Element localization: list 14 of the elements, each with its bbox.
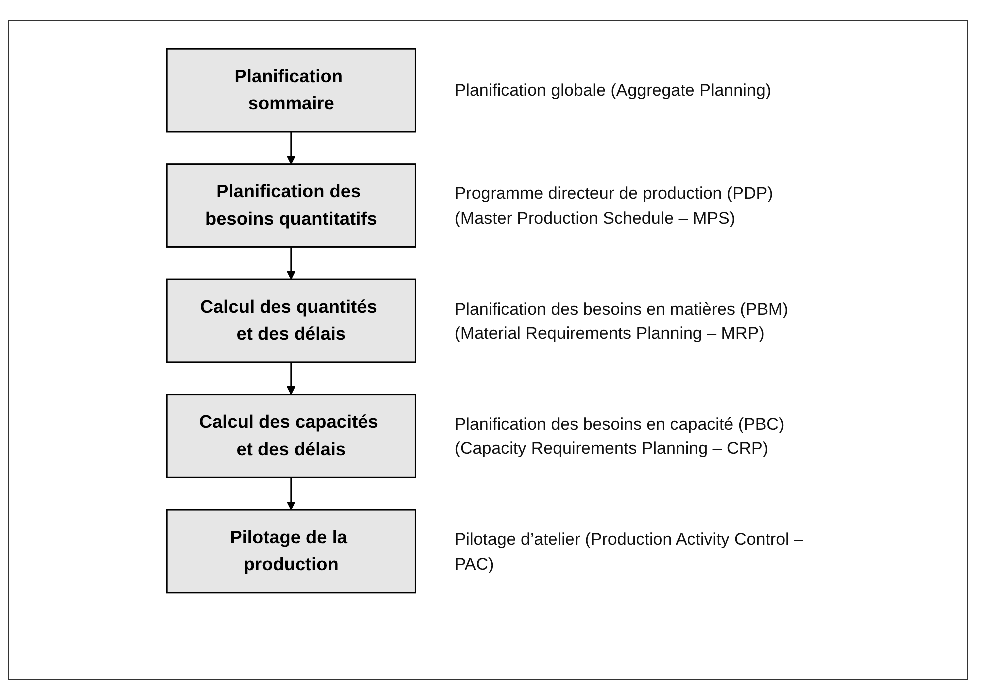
node-box: Calcul des quantités et des délais <box>166 278 416 364</box>
arrow <box>286 362 296 396</box>
description-text: Programme directeur de production (PDP) (Master Production Schedule – MPS) <box>454 183 774 230</box>
node-box: Pilotage de la production <box>166 509 416 594</box>
arrow <box>286 132 296 165</box>
description-text: Planification globale (Aggregate Planning) <box>454 80 772 102</box>
description-text: Planification des besoins en capacité (PBC) (Capacity Requirements Planning – CRP) <box>454 414 786 460</box>
node-box: Planification sommaire <box>166 48 416 133</box>
node-box: Planification des besoins quantitatifs <box>166 164 416 248</box>
node-box: Calcul des capacités et des délais <box>166 394 416 478</box>
description-text: Pilotage d’atelier (Production Activity Control – PAC) <box>454 528 805 576</box>
arrow <box>286 247 296 280</box>
description-text: Planification des besoins en matières (PBM) (Material Requirements Planning – MRP) <box>454 298 790 346</box>
arrow <box>286 478 296 510</box>
